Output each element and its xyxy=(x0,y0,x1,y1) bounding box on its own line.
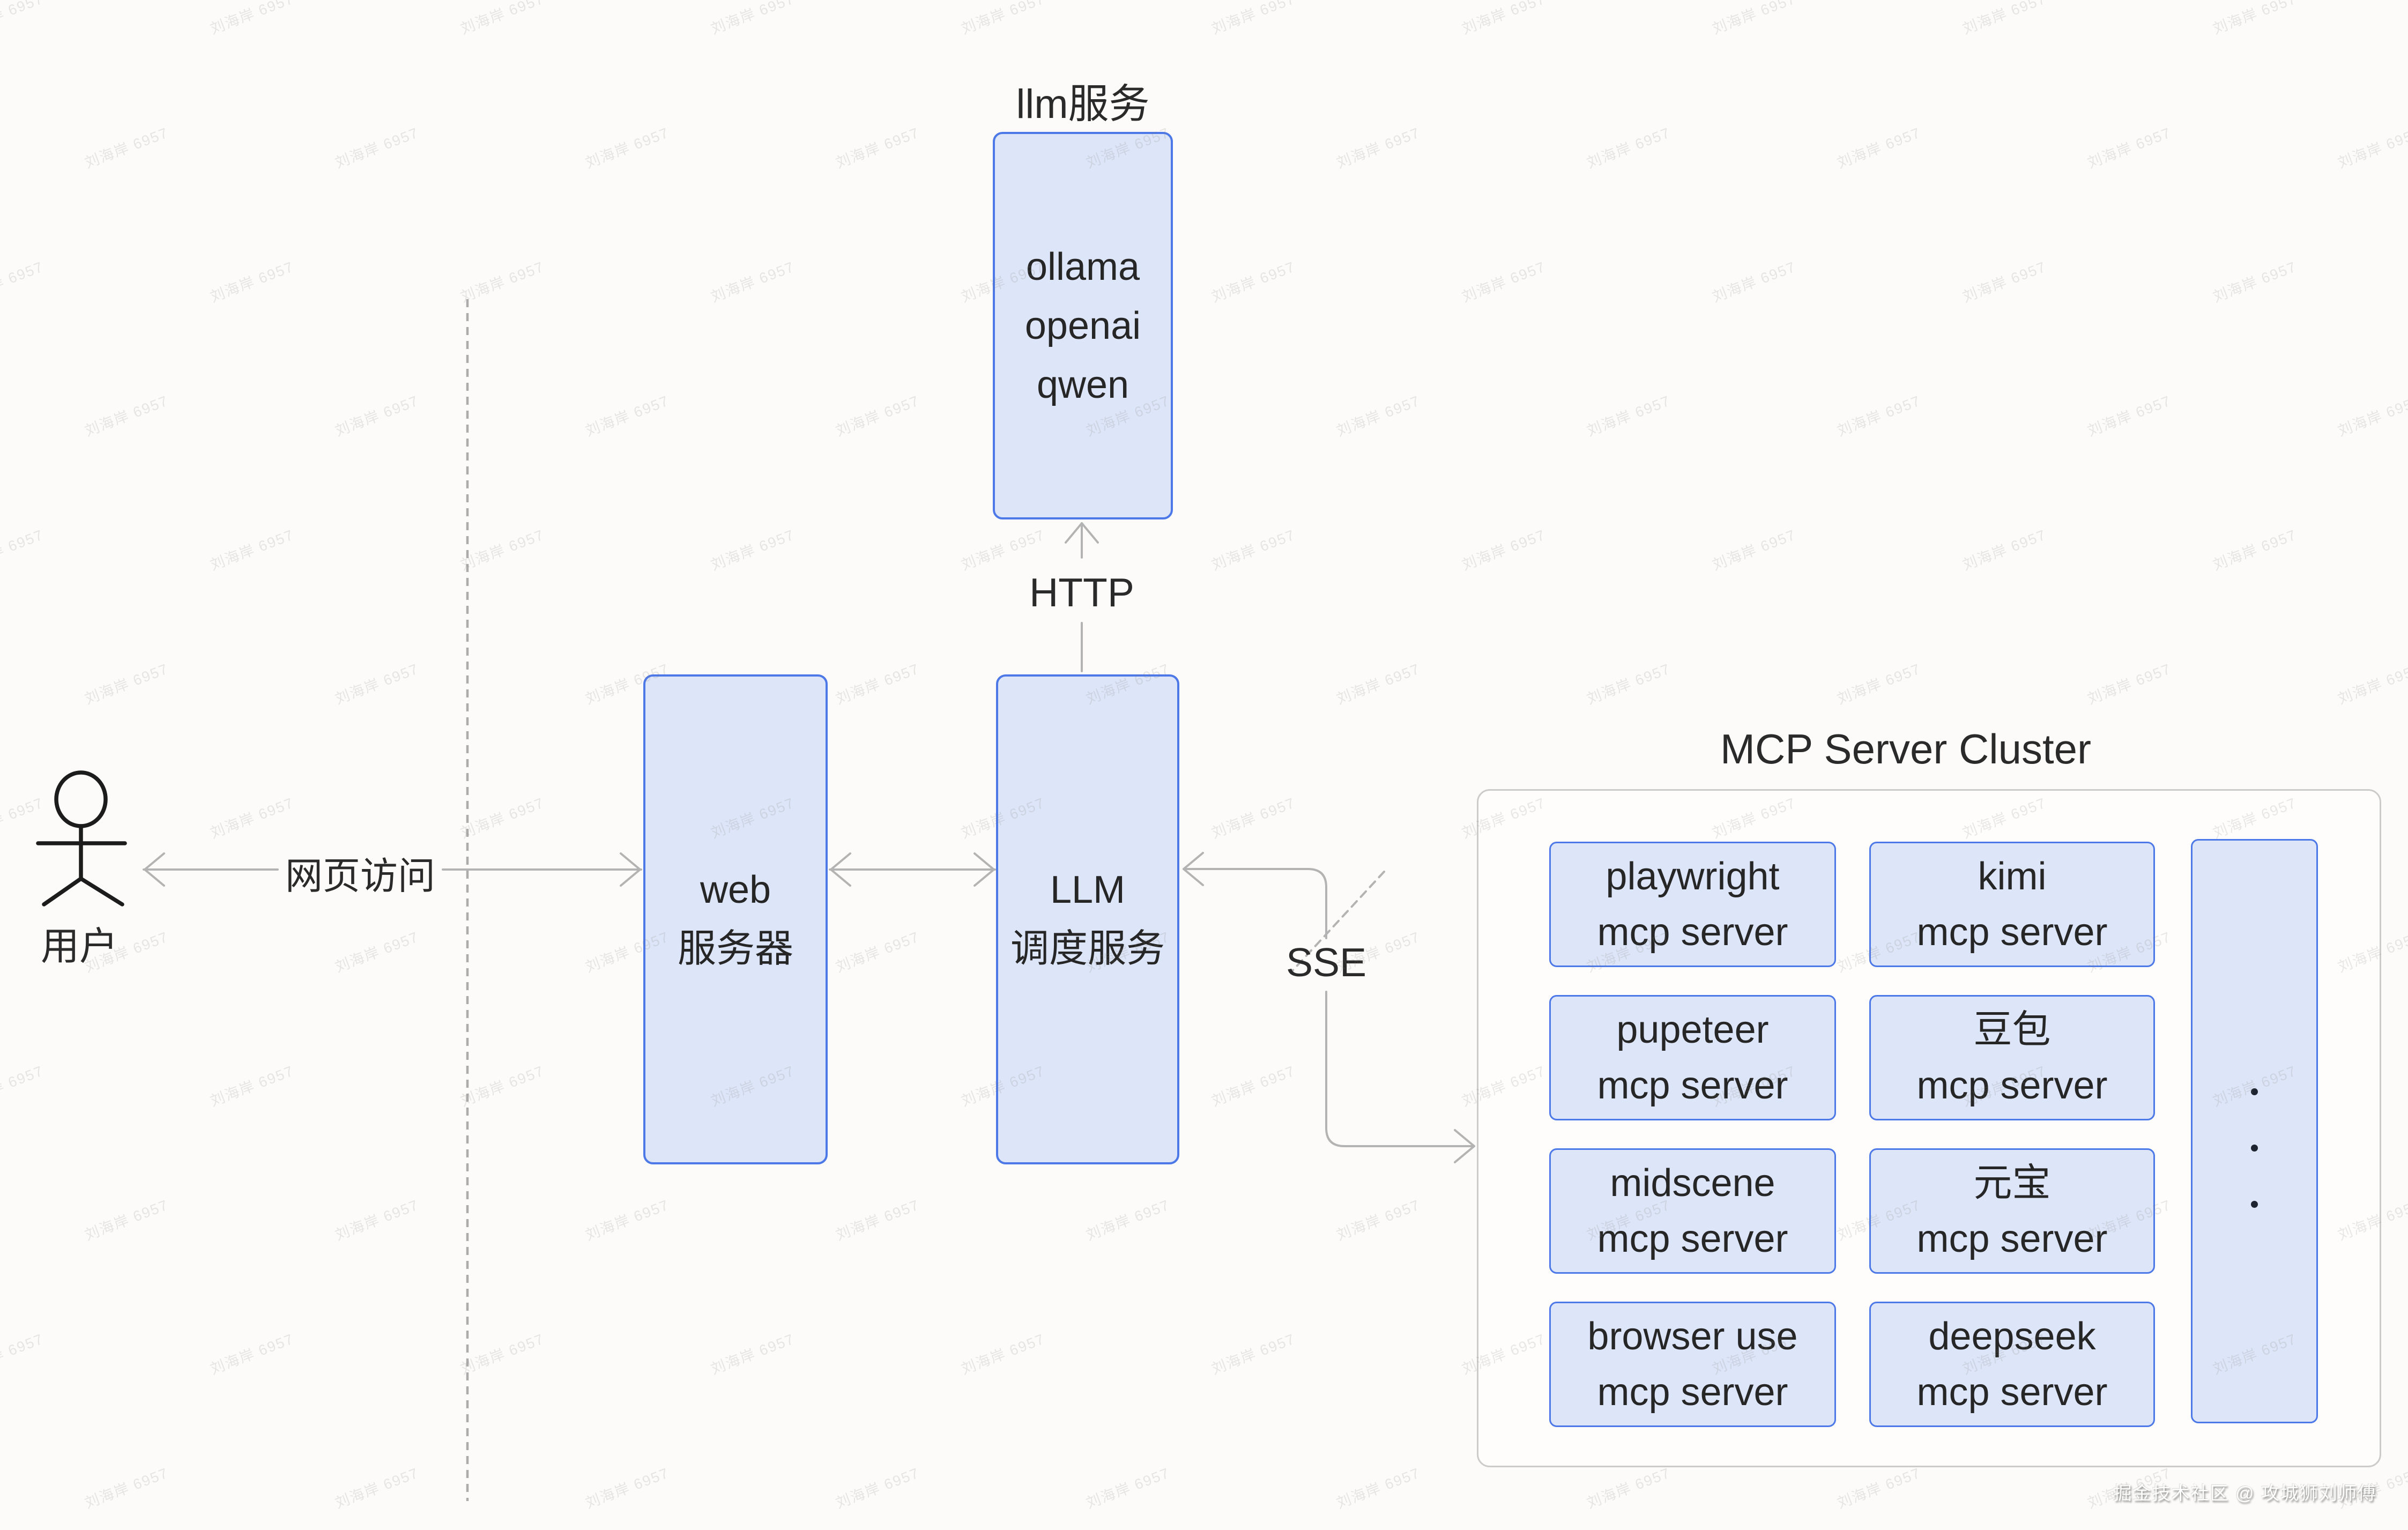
mcp-server-node-playwright: playwright mcp server xyxy=(1549,842,1836,967)
mcp-node-line: 豆包 xyxy=(1973,1008,2051,1051)
arrowhead-right-sse xyxy=(1454,1129,1475,1163)
llm-dispatch-line: LLM xyxy=(1050,868,1126,911)
mcp-cluster-title: MCP Server Cluster xyxy=(1720,725,2092,773)
mcp-node-line: mcp server xyxy=(1916,1064,2108,1107)
ellipsis-dot xyxy=(2250,1201,2258,1208)
mcp-node-line: mcp server xyxy=(1597,1371,1788,1414)
mcp-server-node-kimi: kimi mcp server xyxy=(1869,842,2155,967)
web-server-line: 服务器 xyxy=(677,927,793,970)
llm-dispatch-node: LLM 调度服务 xyxy=(996,674,1179,1164)
llm-service-line: qwen xyxy=(1036,363,1129,406)
mcp-node-line: playwright xyxy=(1606,855,1780,898)
arrowhead-left-user xyxy=(144,852,165,887)
arrowhead-left-web xyxy=(830,852,851,887)
user-actor-icon xyxy=(36,770,127,907)
mcp-node-line: mcp server xyxy=(1916,1371,2108,1414)
http-edge-label: HTTP xyxy=(1029,570,1134,615)
web-server-line: web xyxy=(700,868,771,911)
web-server-node: web 服务器 xyxy=(643,674,828,1164)
user-actor-label: 用户 xyxy=(40,925,118,968)
arrowhead-left-sse xyxy=(1183,852,1204,886)
mcp-server-node-yuanbao: 元宝 mcp server xyxy=(1869,1148,2155,1274)
mcp-node-line: mcp server xyxy=(1916,1217,2108,1260)
mcp-server-node-doubao: 豆包 mcp server xyxy=(1869,995,2155,1120)
mcp-node-line: midscene xyxy=(1610,1162,1775,1205)
arrowhead-up-http xyxy=(1065,522,1099,544)
arrowhead-right-dispatch xyxy=(973,852,995,887)
web-access-edge-label: 网页访问 xyxy=(285,855,435,897)
community-credit-watermark: 掘金技术社区 @ 攻城狮刘师傅 xyxy=(2113,1483,2377,1504)
sse-dashed-diagonal xyxy=(1290,871,1385,974)
mcp-node-line: mcp server xyxy=(1597,1217,1788,1260)
mcp-node-line: mcp server xyxy=(1597,911,1788,954)
mcp-server-node-midscene: midscene mcp server xyxy=(1549,1148,1836,1274)
mcp-node-line: browser use xyxy=(1587,1315,1798,1358)
mcp-node-line: kimi xyxy=(1978,855,2047,898)
ellipsis-dot xyxy=(2250,1088,2258,1095)
mcp-node-line: pupeteer xyxy=(1616,1008,1769,1051)
sse-connector-line xyxy=(1183,868,1475,1147)
ellipsis-dot xyxy=(2250,1145,2258,1152)
actor-legs xyxy=(42,877,124,907)
llm-service-line: ollama xyxy=(1025,245,1140,288)
mcp-node-line: mcp server xyxy=(1916,911,2108,954)
llm-dispatch-line: 调度服务 xyxy=(1010,927,1165,970)
mcp-server-node-browser-use: browser use mcp server xyxy=(1549,1302,1836,1427)
actor-head xyxy=(54,770,108,828)
mcp-node-line: deepseek xyxy=(1928,1315,2096,1358)
llm-service-node: ollama openai qwen xyxy=(993,132,1173,519)
sse-edge-label: SSE xyxy=(1285,940,1367,985)
mcp-more-servers-node xyxy=(2191,839,2318,1423)
llm-service-title: llm服务 xyxy=(1016,81,1150,127)
arrowhead-right-web xyxy=(620,852,641,887)
llm-service-line: openai xyxy=(1024,304,1141,347)
mcp-node-line: 元宝 xyxy=(1973,1162,2051,1205)
mcp-server-node-pupeteer: pupeteer mcp server xyxy=(1549,995,1836,1120)
mcp-server-node-deepseek: deepseek mcp server xyxy=(1869,1302,2155,1427)
mcp-node-line: mcp server xyxy=(1597,1064,1788,1107)
